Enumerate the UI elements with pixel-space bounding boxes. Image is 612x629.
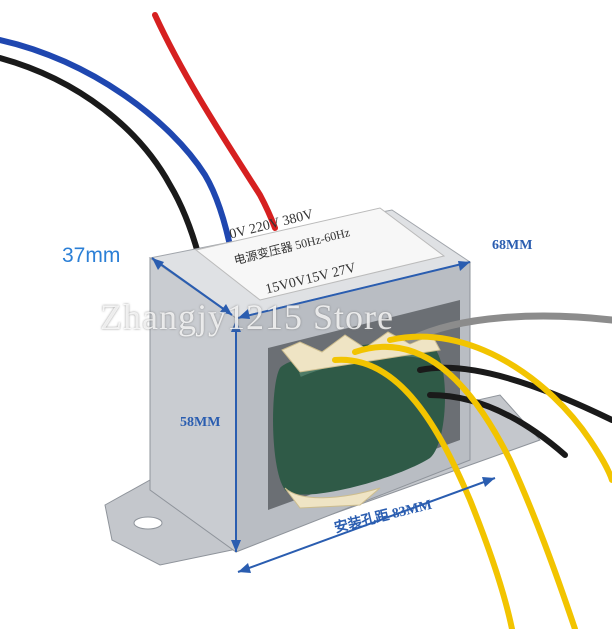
dimension-height: 58MM <box>180 415 221 430</box>
coil <box>273 342 445 495</box>
dimension-width: 68MM <box>492 238 533 253</box>
wire-black-top <box>0 55 205 271</box>
wire-gray <box>406 312 612 344</box>
dimension-depth: 37mm <box>62 244 121 267</box>
mount-hole-left <box>133 516 163 530</box>
dimension-arrows <box>151 257 496 573</box>
product-label <box>194 207 446 301</box>
store-watermark: Zhangjy1215 Store <box>100 297 394 337</box>
wire-blue <box>0 37 235 258</box>
wire-yellow-1 <box>352 343 578 629</box>
wire-red <box>152 12 278 231</box>
wire-yellow-2 <box>332 356 515 629</box>
wire-yellow-3 <box>387 333 612 483</box>
wire-black-right-2 <box>427 392 568 458</box>
